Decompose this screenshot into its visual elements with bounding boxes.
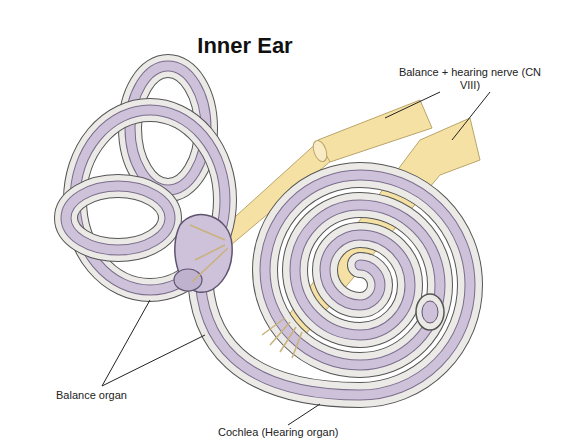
nerve-fibre xyxy=(192,248,228,282)
cochlea-duct xyxy=(200,175,470,395)
nerve-fibre xyxy=(190,225,225,240)
leader-line xyxy=(385,92,440,118)
part-label: Balance organ xyxy=(56,389,166,402)
part-label: Cochlea (Hearing organ) xyxy=(218,426,388,439)
nerve-fibre xyxy=(280,327,296,352)
nerve-fibre xyxy=(195,245,225,260)
diagram-title: Inner Ear xyxy=(145,33,345,59)
leader-line xyxy=(102,300,150,386)
leader-line xyxy=(452,92,490,140)
cochlea-outline xyxy=(200,175,470,395)
nerve-fibres xyxy=(190,225,302,358)
cochlea-bony xyxy=(200,175,470,395)
cochlea-duct-edge xyxy=(200,175,470,395)
round-window xyxy=(416,294,444,330)
vestibule xyxy=(174,215,232,293)
nerve-cut-end xyxy=(311,139,330,164)
leader-line xyxy=(102,335,205,386)
cochlea-spiral xyxy=(200,175,470,395)
canal-duct-edge xyxy=(66,186,170,250)
window-membrane xyxy=(422,301,438,323)
leader-lines xyxy=(102,92,490,425)
vestibule-sac xyxy=(175,215,232,293)
nerve-fibre xyxy=(292,332,302,358)
canal-bony xyxy=(66,186,170,250)
part-label: Balance + hearing nerve (CN VIII) xyxy=(398,66,542,92)
canal-duct xyxy=(66,186,170,250)
semicircular-canals xyxy=(66,66,225,290)
window-outline xyxy=(416,294,444,330)
canal-outline xyxy=(66,186,170,250)
ampulla xyxy=(174,269,202,291)
leader-line xyxy=(288,404,320,425)
